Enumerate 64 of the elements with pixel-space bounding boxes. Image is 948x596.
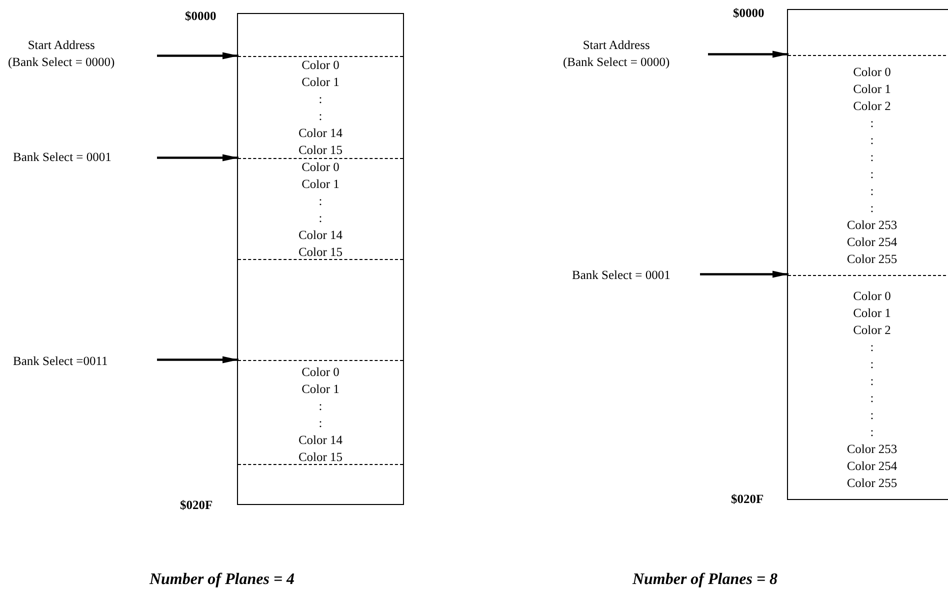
memory-entry: :: [318, 91, 324, 108]
pointer-label: (Bank Select = 0000): [563, 54, 670, 71]
memory-entry: Color 0: [300, 364, 340, 381]
pointer-arrow: [157, 154, 238, 162]
memory-entry: Color 253: [846, 440, 898, 458]
pointer-label: Start Address: [26, 37, 96, 54]
memory-entry: Color 255: [846, 474, 898, 492]
memory-entry: :: [869, 338, 875, 356]
memory-entry: Color 0: [852, 64, 892, 80]
pointer-label: Bank Select = 0001: [13, 149, 112, 166]
pointer-arrow: [157, 356, 238, 364]
memory-entry: :: [318, 193, 324, 210]
panel-caption: Number of Planes = 8: [632, 571, 778, 589]
memory-entry: Color 253: [846, 216, 898, 234]
address-label: $0000: [185, 8, 216, 25]
memory-entry: :: [869, 406, 875, 424]
memory-entry: :: [318, 108, 324, 125]
memory-entry: :: [869, 132, 875, 148]
memory-entry: :: [869, 114, 875, 132]
memory-entry: :: [869, 372, 875, 390]
memory-entry: Color 15: [297, 449, 344, 466]
pointer-arrow: [700, 270, 788, 278]
pointer-arrow: [708, 50, 788, 58]
memory-entry: :: [869, 390, 875, 406]
memory-entry: :: [869, 148, 875, 166]
memory-entry: Color 15: [297, 244, 344, 261]
address-label: $020F: [731, 491, 764, 508]
memory-entry: Color 1: [300, 74, 340, 91]
memory-entry: :: [318, 398, 324, 415]
pointer-arrow: [157, 52, 238, 60]
memory-entry: Color 255: [846, 250, 898, 268]
memory-bank-segment: [238, 158, 403, 260]
memory-entry: :: [869, 182, 875, 200]
memory-entry: :: [869, 166, 875, 182]
memory-entry: Color 1: [300, 381, 340, 398]
pointer-label: Bank Select =0011: [13, 353, 108, 370]
memory-map-box: [237, 13, 404, 505]
memory-entry: Color 14: [297, 125, 344, 142]
memory-entry: Color 0: [300, 57, 340, 74]
memory-entry: Color 1: [852, 80, 892, 98]
pointer-label: Start Address: [582, 37, 651, 54]
memory-entry: Color 2: [852, 98, 892, 114]
address-label: $020F: [180, 497, 213, 514]
address-label: $0000: [733, 5, 764, 22]
memory-entry: Color 254: [846, 234, 898, 250]
panel-caption: Number of Planes = 4: [149, 571, 295, 589]
memory-bank-segment: [238, 360, 403, 465]
memory-entry: :: [318, 415, 324, 432]
memory-entry: Color 2: [852, 322, 892, 338]
memory-entry: :: [869, 200, 875, 216]
memory-entry: :: [869, 424, 875, 440]
memory-entry: Color 14: [297, 432, 344, 449]
pointer-label: (Bank Select = 0000): [8, 54, 115, 71]
memory-entry: Color 254: [846, 458, 898, 474]
memory-entry: Color 1: [300, 176, 340, 193]
pointer-label: Bank Select = 0001: [572, 267, 670, 284]
memory-entry: Color 0: [300, 159, 340, 176]
memory-entry: Color 0: [852, 288, 892, 304]
memory-entry: Color 15: [297, 142, 344, 159]
memory-map-box: [787, 9, 948, 500]
memory-entry: :: [869, 356, 875, 372]
memory-entry: Color 14: [297, 227, 344, 244]
memory-entry: :: [318, 210, 324, 227]
memory-entry: Color 1: [852, 304, 892, 322]
